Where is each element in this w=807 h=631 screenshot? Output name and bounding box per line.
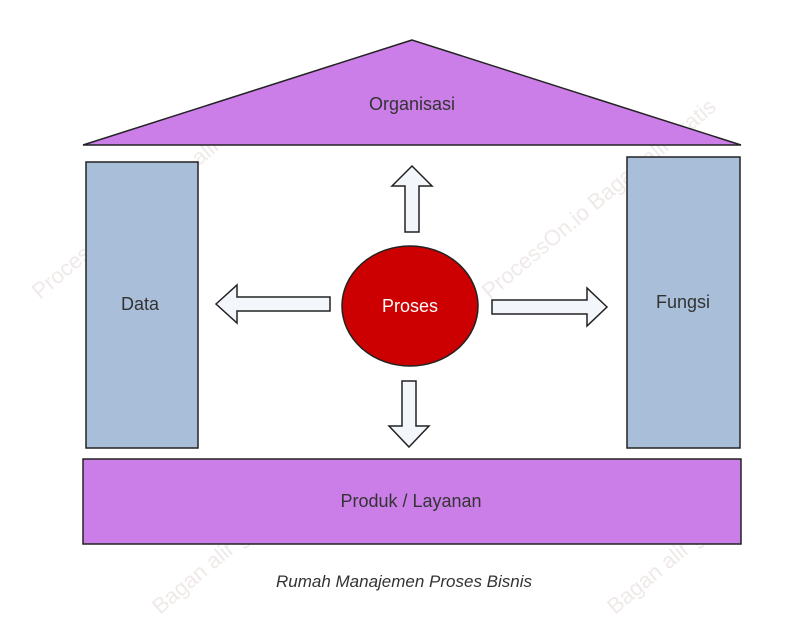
process-label: Proses [382, 296, 438, 316]
arrow-right-icon[interactable] [491, 286, 609, 328]
roof-shape[interactable] [82, 39, 742, 146]
arrow-down-icon[interactable] [387, 380, 431, 449]
arrow-left-icon[interactable] [214, 283, 331, 325]
base-block[interactable] [82, 458, 742, 545]
arrow-up-icon[interactable] [390, 164, 434, 233]
right-pillar[interactable] [626, 156, 741, 449]
process-circle[interactable] [341, 245, 479, 367]
base-label: Produk / Layanan [340, 491, 481, 511]
right-pillar-label: Fungsi [656, 292, 710, 312]
roof-label: Organisasi [369, 94, 455, 114]
left-pillar[interactable] [85, 161, 199, 449]
left-pillar-label: Data [121, 294, 160, 314]
diagram-caption: Rumah Manajemen Proses Bisnis [276, 572, 533, 591]
